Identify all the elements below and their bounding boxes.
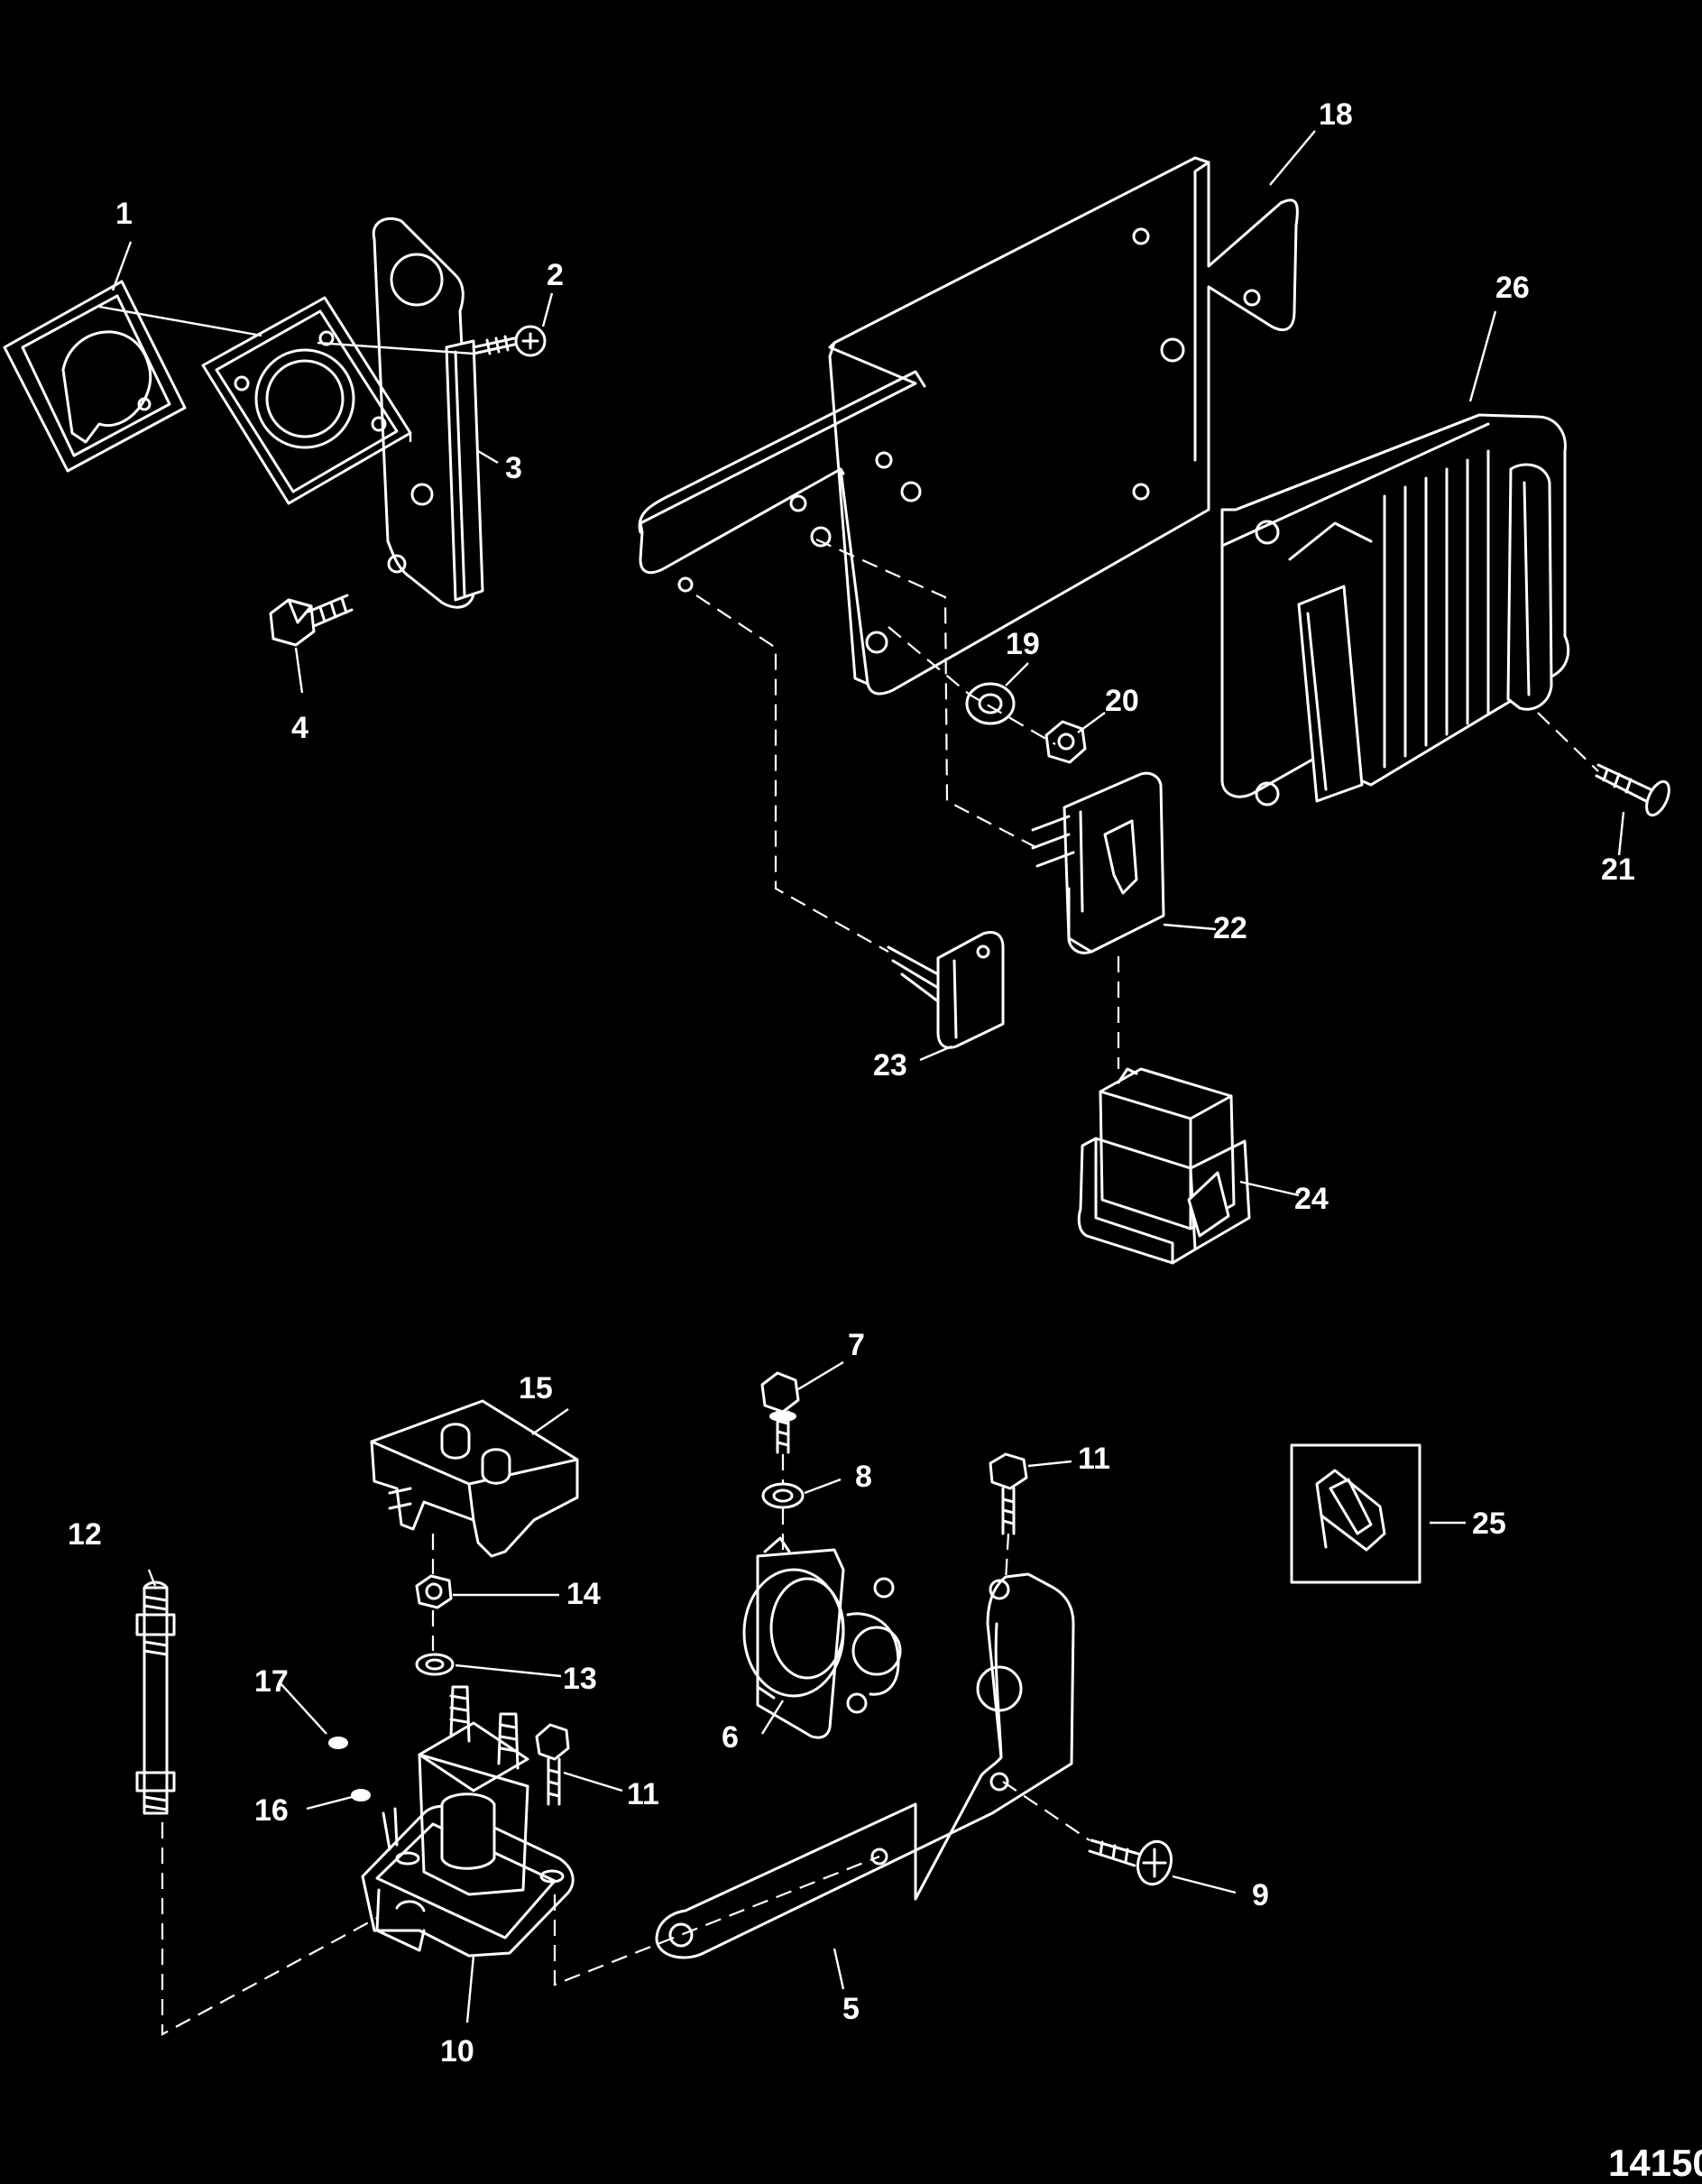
assembly-line-23: [695, 594, 889, 953]
part-5-bracket: [655, 1572, 1075, 1959]
callout-22: 22: [1213, 911, 1247, 945]
callout-11-upper: 11: [1078, 1442, 1110, 1476]
callout-18: 18: [1319, 97, 1353, 132]
assembly-line-11-upper: [1004, 1533, 1010, 1581]
part-4-bolt: [269, 594, 354, 647]
part-8-washer: [761, 1482, 805, 1509]
part-20-nut: [1044, 720, 1087, 764]
part-1-grommet: [3, 280, 187, 473]
assembly-line-5: [553, 1855, 880, 1986]
part-2-screw: [472, 325, 547, 357]
part-12-stud: [135, 1580, 176, 1815]
assembly-line-22: [815, 538, 1038, 849]
callout-25: 25: [1472, 1507, 1506, 1541]
part-14-nut: [415, 1574, 453, 1609]
part-3-bracket: [372, 217, 484, 609]
callout-1: 1: [115, 197, 133, 231]
callout-4: 4: [291, 711, 308, 745]
callouts: 1 2 3 4 5 6 7 8 9 10 11 11 12 13 14 15 1…: [68, 97, 1635, 2069]
callout-10: 10: [440, 2034, 474, 2069]
callout-17: 17: [254, 1664, 289, 1699]
callout-24: 24: [1294, 1182, 1329, 1216]
callout-7: 7: [848, 1328, 865, 1362]
assembly-line-19: [888, 626, 1056, 745]
assembly-line-9: [1002, 1781, 1090, 1841]
part-17-nut: [328, 1737, 348, 1749]
part-11-bolt-upper: [989, 1452, 1028, 1535]
part-10-solenoid: [361, 1685, 575, 1958]
callout-26: 26: [1495, 271, 1530, 305]
callout-21: 21: [1601, 852, 1635, 887]
part-7-bolt: [760, 1371, 800, 1454]
part-13-washer: [415, 1653, 455, 1676]
part-19-washer: [965, 682, 1016, 725]
part-9-screw: [1088, 1838, 1173, 1886]
part-26-control-module: [1220, 413, 1570, 806]
callout-14: 14: [566, 1577, 601, 1611]
callout-3: 3: [505, 451, 522, 485]
callout-11-lower: 11: [627, 1777, 659, 1811]
part-18-bracket: [638, 156, 1299, 696]
part-6-switch: [742, 1536, 902, 1739]
part-11-bolt-lower: [535, 1723, 570, 1806]
assembly-line-12: [161, 1822, 380, 2036]
callout-16: 16: [254, 1793, 289, 1828]
callout-15: 15: [519, 1371, 553, 1405]
callout-2: 2: [547, 258, 564, 292]
callout-12: 12: [68, 1517, 102, 1552]
leader-lines: [111, 130, 1625, 2023]
part-25-fuse: [1290, 1443, 1421, 1584]
callout-9: 9: [1252, 1878, 1269, 1912]
callout-20: 20: [1105, 684, 1139, 718]
callout-13: 13: [563, 1662, 597, 1696]
assembly-line-21: [1537, 712, 1599, 772]
callout-23: 23: [873, 1048, 907, 1083]
callout-8: 8: [855, 1460, 872, 1494]
callout-5: 5: [842, 1992, 860, 2026]
part-21-screw: [1595, 763, 1670, 817]
callout-6: 6: [722, 1720, 739, 1755]
part-15-terminal-cover: [370, 1399, 579, 1558]
callout-19: 19: [1006, 627, 1040, 661]
part-23-mount-clip: [887, 931, 1005, 1049]
part-24-relay: [1077, 1067, 1251, 1265]
part-22-mount-clip: [1031, 771, 1165, 954]
part-16-nut: [351, 1789, 371, 1802]
reference-number: 14150: [1608, 2142, 1702, 2184]
